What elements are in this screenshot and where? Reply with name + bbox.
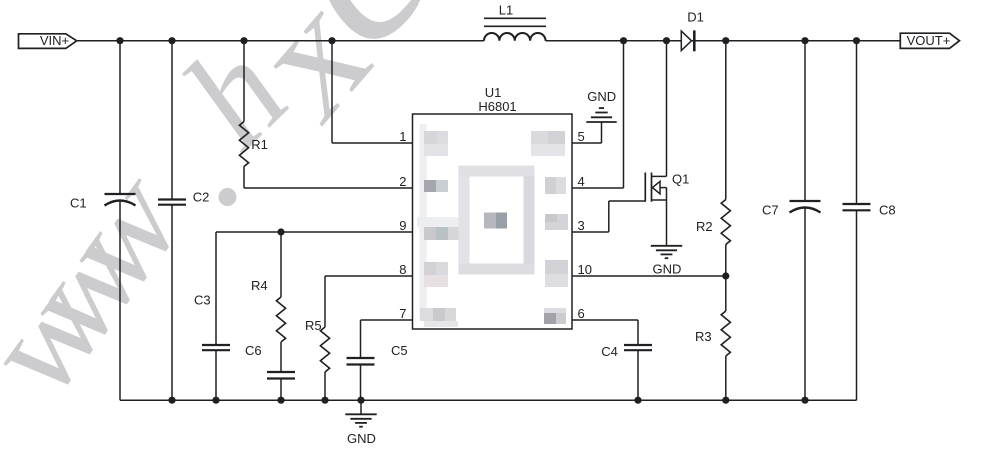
svg-text:C1: C1 (70, 195, 87, 210)
svg-text:C8: C8 (879, 203, 896, 218)
svg-text:GND: GND (653, 262, 682, 277)
svg-text:C6: C6 (245, 343, 262, 358)
svg-text:C4: C4 (601, 344, 618, 359)
svg-text:GND: GND (587, 89, 616, 104)
svg-text:3: 3 (578, 218, 585, 233)
svg-text:D1: D1 (687, 10, 704, 25)
svg-text:VIN+: VIN+ (40, 33, 69, 48)
svg-text:U1: U1 (485, 85, 502, 100)
svg-text:2: 2 (399, 174, 406, 189)
svg-text:C2: C2 (193, 190, 210, 205)
svg-text:H6801: H6801 (478, 99, 516, 114)
svg-text:1: 1 (399, 129, 406, 144)
svg-text:5: 5 (578, 129, 585, 144)
svg-text:Q1: Q1 (672, 172, 689, 187)
svg-text:R1: R1 (251, 137, 268, 152)
svg-text:7: 7 (399, 306, 406, 321)
svg-text:10: 10 (578, 262, 592, 277)
svg-text:9: 9 (399, 218, 406, 233)
svg-text:R5: R5 (305, 318, 322, 333)
svg-text:6: 6 (578, 306, 585, 321)
svg-text:C5: C5 (391, 343, 408, 358)
svg-text:GND: GND (347, 431, 376, 446)
svg-text:VOUT+: VOUT+ (907, 33, 951, 48)
svg-text:C3: C3 (194, 293, 211, 308)
svg-text:8: 8 (399, 262, 406, 277)
svg-text:R2: R2 (696, 219, 713, 234)
svg-text:R4: R4 (251, 278, 268, 293)
svg-text:C7: C7 (762, 203, 779, 218)
svg-text:L1: L1 (499, 3, 513, 18)
svg-text:4: 4 (578, 174, 585, 189)
svg-text:R3: R3 (695, 329, 712, 344)
